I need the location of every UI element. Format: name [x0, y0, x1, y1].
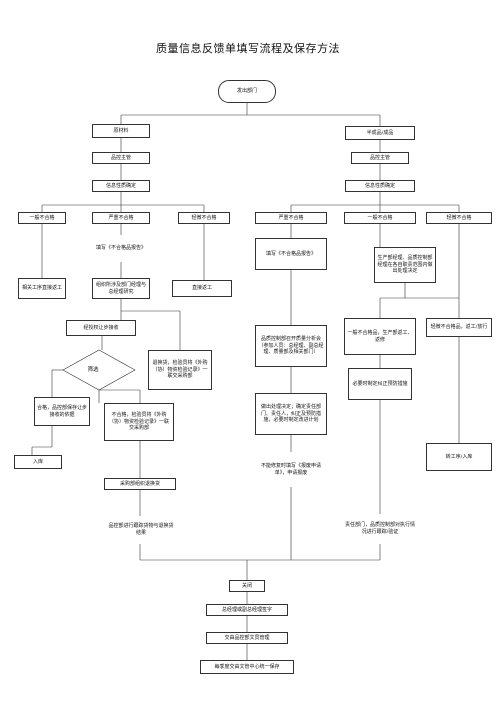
- right-general-nonconform: 一般不合格: [344, 212, 416, 224]
- screen-decision-label: 筛选: [87, 367, 99, 373]
- qc-supervisor-left: 品控主管: [92, 152, 150, 164]
- left-serious-action: 组织所涉及部门经理与总经理研究: [92, 278, 150, 299]
- left-minor-action: 直接返工: [172, 280, 232, 297]
- close-node: 关闭: [229, 580, 265, 592]
- return-note: 退换货，检验员将《外购（协）物资检验记录》一联交采购部: [148, 350, 212, 390]
- qualified-node: 合格，品控部保存让步接收的依据: [34, 397, 90, 426]
- page-title: 质量信息反馈单填写流程及保存方法: [156, 42, 340, 55]
- quarterly-archive-node: 每季度交由文管中心统一保存: [200, 660, 294, 674]
- right-fill-report: 填写《不合格品报告》: [255, 238, 327, 270]
- right-decision-node: 做出处理决定；确定责任部门、责任人，纠正及预防措施，必要时制定改进计划: [255, 393, 327, 435]
- right-prevent-node: 必要时制定纠正预防措施: [348, 368, 412, 400]
- gm-sign-node: 总经理或副总经理签字: [206, 604, 288, 616]
- nature-left: 信息性质确定: [92, 180, 150, 192]
- right-serious-nonconform: 严重不合格: [255, 212, 327, 224]
- qc-archive-node: 交由品控部文员管理: [206, 632, 288, 644]
- left-general-action: 相关工序直接返工: [18, 278, 66, 299]
- storage-node: 入库: [14, 455, 62, 469]
- left-minor-nonconform: 轻微不合格: [178, 212, 230, 224]
- left-general-nonconform: 一般不合格: [18, 212, 66, 224]
- right-transfer-node: 转工序/入库: [426, 443, 492, 471]
- left-serious-nonconform: 严重不合格: [92, 212, 150, 224]
- purchase-return-node: 采购部组织退换货: [104, 478, 176, 490]
- unqualified-node: 不合格，检验员将《外购（协）物资检验记录》一联交采购部: [104, 403, 174, 441]
- qc-track-node: 品控部进行跟踪货物与退换货结果: [106, 516, 176, 544]
- right-managers-decision: 生产部经理、品质控制部经理在各自职责范围内做出处理决定: [374, 247, 436, 283]
- concession-node: 经授权让步接收: [66, 320, 136, 336]
- semi-finished-node: 半成品/成品: [345, 126, 415, 140]
- right-inability-node: 不能修复时填写《报废申请单》，申请报废: [255, 452, 327, 487]
- right-general-action: 一般不合格品，生产部返工、返修: [344, 318, 416, 355]
- nature-right: 信息性质确定: [345, 180, 415, 192]
- qc-supervisor-right: 品控主管: [351, 152, 409, 164]
- right-responsible-node: 责任部门，品质控制部对执行情况进行跟踪/验证: [342, 514, 418, 544]
- raw-material-node: 原材料: [92, 124, 150, 138]
- start-node: 发出部门: [218, 80, 276, 103]
- right-minor-action: 轻微不合格品，返工/放行: [426, 318, 492, 337]
- right-minor-nonconform: 轻微不合格: [426, 212, 492, 224]
- left-fill-report: 填写《不合格品报告》: [92, 235, 150, 262]
- right-quality-meeting: 品质控制部召开质量分析会（参加人员：总经理、副总经理、质量部及相关部门）: [255, 325, 327, 367]
